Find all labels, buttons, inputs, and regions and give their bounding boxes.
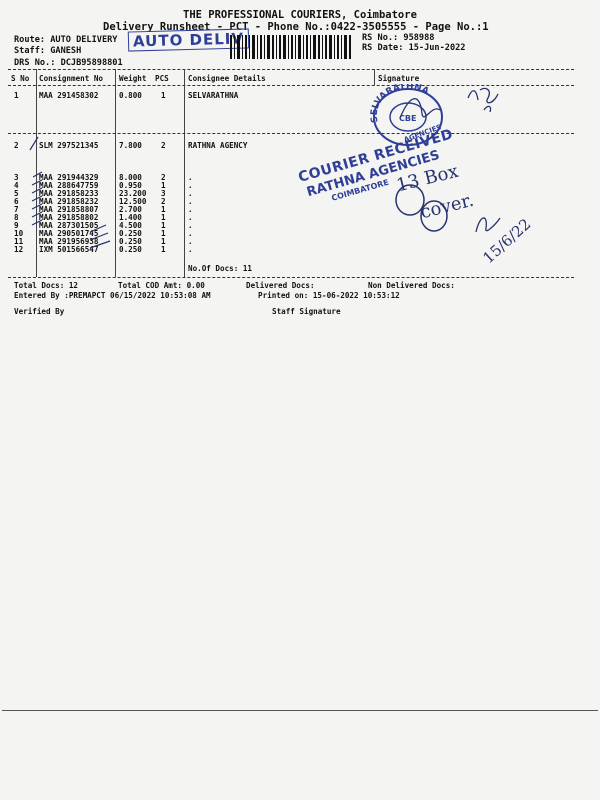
printed-on: Printed on: 15-06-2022 10:53:12 <box>258 291 400 300</box>
col-header-pcs: PCS <box>155 74 169 83</box>
col-header-signature: Signature <box>378 74 420 83</box>
delivered-docs: Delivered Docs: <box>246 281 315 290</box>
col-header-weight: Weight <box>119 74 147 83</box>
col-divider-pcs <box>184 69 185 277</box>
total-docs: Total Docs: 12 <box>14 281 79 290</box>
row-separator-1 <box>8 133 574 134</box>
rs-date: RS Date: 15-Jun-2022 <box>362 43 466 53</box>
verified-by-label: Verified By <box>14 307 65 316</box>
handwritten-circle-2 <box>420 200 448 232</box>
rs-number: RS No.: 958988 <box>362 33 435 43</box>
scan-edge-line <box>2 710 598 711</box>
col-divider-signature <box>374 69 375 85</box>
drs-number: DRS No.: DCJB95898801 <box>14 58 123 68</box>
handwritten-initials <box>475 217 501 233</box>
header-top-rule <box>8 69 574 70</box>
runsheet-title: Delivery Runsheet - PCT - Phone No.:0422… <box>103 21 489 33</box>
staff-label: Staff: GANESH <box>14 46 82 56</box>
entered-by: Entered By :PREMAPCT 06/15/2022 10:53:08… <box>14 291 211 300</box>
route-label: Route: AUTO DELIVERY <box>14 35 118 45</box>
round-company-seal: SELVARATHNA AGENCIES CBE <box>370 84 443 146</box>
no-of-docs: No.Of Docs: 11 <box>188 264 253 273</box>
col-divider-cons <box>115 69 116 277</box>
col-divider-sno <box>36 69 37 277</box>
header-bottom-rule <box>8 85 574 86</box>
staff-signature-label: Staff Signature <box>272 307 341 316</box>
company-title: THE PROFESSIONAL COURIERS, Coimbatore <box>183 9 417 21</box>
col-header-consignee: Consignee Details <box>188 74 266 83</box>
col-header-consignment: Consignment No <box>39 74 104 83</box>
total-cod-amount: Total COD Amt: 0.00 <box>118 281 205 290</box>
seal-center-text: CBE <box>399 114 416 123</box>
handwritten-circle-1 <box>395 184 425 216</box>
signature-scribble <box>399 87 499 119</box>
non-delivered-docs: Non Delivered Docs: <box>368 281 455 290</box>
handwritten-tick-marks <box>29 136 111 249</box>
table-bottom-rule <box>8 277 574 278</box>
col-header-sno: S No <box>11 74 30 83</box>
barcode <box>230 35 351 59</box>
